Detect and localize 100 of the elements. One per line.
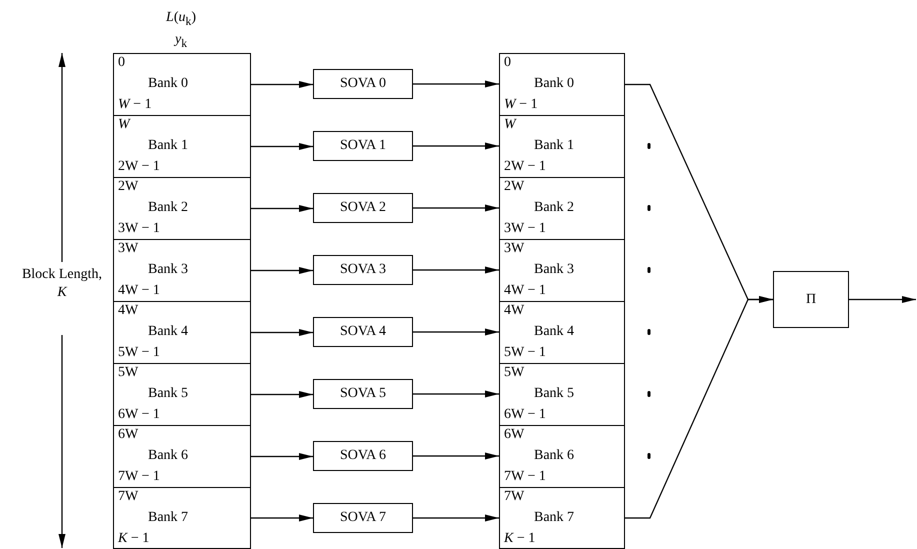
bank-name: Bank 3 (148, 262, 188, 278)
address-start: 7W (504, 489, 524, 505)
arrow (251, 143, 313, 150)
bank-name: Bank 3 (534, 262, 574, 278)
memory-bank-box (113, 301, 251, 364)
address-start: 3W (504, 241, 524, 257)
address-end: 3W − 1 (504, 221, 546, 237)
memory-bank-box (113, 53, 251, 116)
arrow (413, 390, 499, 398)
address-end: 2W − 1 (504, 159, 546, 175)
address-start: 7W (118, 489, 138, 505)
address-end: 4W − 1 (118, 283, 160, 299)
arrow (251, 453, 313, 460)
arrow (413, 328, 499, 336)
arrow (413, 514, 499, 522)
process-box (313, 69, 413, 99)
arrow (251, 267, 313, 274)
address-end: 2W − 1 (118, 159, 160, 175)
bank-name: Bank 7 (534, 510, 574, 526)
memory-bank-box (499, 487, 625, 549)
address-end: K − 1 (118, 531, 150, 547)
bank-name: Bank 4 (534, 324, 574, 340)
process-box (773, 271, 849, 328)
bank-name: Bank 0 (534, 76, 574, 92)
address-end: W − 1 (504, 97, 538, 113)
address-start: 0 (118, 55, 125, 71)
arrow (413, 452, 499, 460)
process-box (313, 503, 413, 533)
memory-bank-box (499, 301, 625, 364)
bank-name: Bank 6 (148, 448, 188, 464)
memory-bank-box (113, 115, 251, 178)
arrow (251, 205, 313, 212)
block-label: Π (804, 292, 818, 308)
address-end: 7W − 1 (118, 469, 160, 485)
address-end: 6W − 1 (118, 407, 160, 423)
address-start: 6W (504, 427, 524, 443)
bank-name: Bank 5 (148, 386, 188, 402)
process-box (313, 379, 413, 409)
block-label: SOVA 6 (338, 448, 388, 464)
address-start: 0 (504, 55, 511, 71)
address-end: K − 1 (504, 531, 536, 547)
address-end: 5W − 1 (504, 345, 546, 361)
process-box (313, 441, 413, 471)
memory-bank-box (113, 425, 251, 488)
bank-name: Bank 6 (534, 448, 574, 464)
address-start: 4W (504, 303, 524, 319)
block-label: SOVA 0 (338, 76, 388, 92)
block-label: SOVA 4 (338, 324, 388, 340)
bank-name: Bank 0 (148, 76, 188, 92)
arrow (251, 81, 313, 88)
bank-name: Bank 1 (148, 138, 188, 154)
bank-name: Bank 4 (148, 324, 188, 340)
memory-bank-box (113, 487, 251, 549)
arrow (413, 266, 499, 274)
block-label: SOVA 1 (338, 138, 388, 154)
memory-bank-box (113, 177, 251, 240)
bank-name: Bank 1 (534, 138, 574, 154)
variable-label: L(u$_{k}$) (164, 10, 197, 30)
address-start: 2W (504, 179, 524, 195)
arrow (413, 204, 499, 212)
process-box (313, 255, 413, 285)
memory-bank-box (113, 363, 251, 426)
address-start: 5W (118, 365, 138, 381)
arrow (251, 391, 313, 398)
variable-label: y$_{k}$ (172, 32, 188, 52)
arrow (251, 514, 313, 522)
arrow (251, 329, 313, 336)
memory-bank-box (499, 115, 625, 178)
address-end: 4W − 1 (504, 283, 546, 299)
memory-bank-box (113, 239, 251, 302)
block-label: SOVA 5 (338, 386, 388, 402)
bank-name: Bank 7 (148, 510, 188, 526)
address-start: 3W (118, 241, 138, 257)
block-label: SOVA 3 (338, 262, 388, 278)
arrow (625, 296, 773, 519)
dimension-label: Block Length, K (20, 266, 104, 302)
block-label: SOVA 7 (338, 510, 388, 526)
address-end: 5W − 1 (118, 345, 160, 361)
address-start: 2W (118, 179, 138, 195)
address-end: 3W − 1 (118, 221, 160, 237)
address-start: W (118, 117, 130, 133)
address-end: 6W − 1 (504, 407, 546, 423)
block-label: SOVA 2 (338, 200, 388, 216)
address-end: 7W − 1 (504, 469, 546, 485)
arrow (413, 80, 499, 88)
address-start: 6W (118, 427, 138, 443)
bank-name: Bank 2 (534, 200, 574, 216)
process-box (313, 131, 413, 161)
memory-bank-box (499, 363, 625, 426)
address-start: 4W (118, 303, 138, 319)
bank-name: Bank 5 (534, 386, 574, 402)
arrow (413, 142, 499, 150)
memory-bank-box (499, 177, 625, 240)
address-start: W (504, 117, 516, 133)
process-box (313, 317, 413, 347)
memory-bank-box (499, 53, 625, 116)
address-end: W − 1 (118, 97, 152, 113)
arrow (849, 296, 916, 303)
bank-name: Bank 2 (148, 200, 188, 216)
memory-bank-box (499, 425, 625, 488)
